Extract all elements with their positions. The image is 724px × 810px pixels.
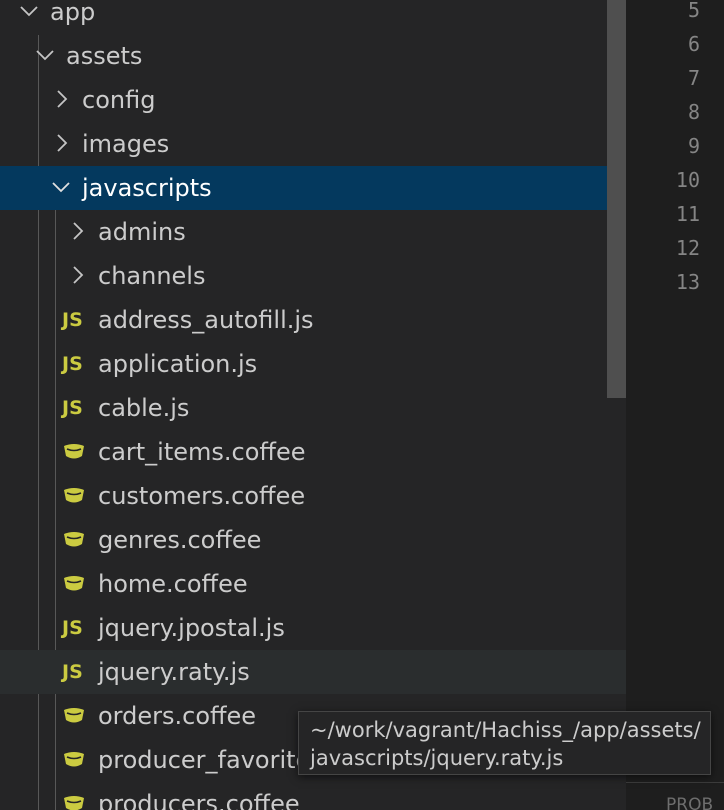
tree-folder-javascripts[interactable]: javascripts bbox=[0, 166, 626, 210]
coffee-file-icon bbox=[62, 518, 92, 562]
line-number: 9 bbox=[687, 134, 700, 158]
tree-item-label: address_autofill.js bbox=[98, 306, 314, 334]
tree-file-address-autofill-js[interactable]: JS address_autofill.js bbox=[0, 298, 626, 342]
line-number: 10 bbox=[675, 168, 700, 192]
line-number: 8 bbox=[687, 100, 700, 124]
tree-folder-channels[interactable]: channels bbox=[0, 254, 626, 298]
line-number: 7 bbox=[687, 66, 700, 90]
tree-file-customers-coffee[interactable]: customers.coffee bbox=[0, 474, 626, 518]
tree-item-label: images bbox=[82, 130, 170, 158]
tree-file-producers-coffee[interactable]: producers.coffee bbox=[0, 782, 626, 810]
tree-file-home-coffee[interactable]: home.coffee bbox=[0, 562, 626, 606]
tree-item-label: orders.coffee bbox=[98, 702, 257, 730]
tree-file-orders-coffee[interactable]: orders.coffee bbox=[0, 694, 626, 738]
tree-file-jquery-jpostal-js[interactable]: JS jquery.jpostal.js bbox=[0, 606, 626, 650]
tree-item-label: config bbox=[82, 86, 156, 114]
javascript-file-icon: JS bbox=[62, 661, 83, 683]
tree-item-label: genres.coffee bbox=[98, 526, 262, 554]
coffee-file-icon bbox=[62, 694, 92, 738]
tree-item-label: jquery.raty.js bbox=[98, 658, 250, 686]
tree-item-label: channels bbox=[98, 262, 206, 290]
javascript-file-icon: JS bbox=[62, 309, 83, 331]
line-number: 11 bbox=[675, 202, 700, 226]
tree-item-label: application.js bbox=[98, 350, 258, 378]
file-path-tooltip: ~/work/vagrant/Hachiss_/app/assets/ java… bbox=[298, 711, 711, 775]
tree-file-cart-items-coffee[interactable]: cart_items.coffee bbox=[0, 430, 626, 474]
chevron-right-icon bbox=[51, 122, 75, 166]
indent-guide bbox=[38, 35, 39, 810]
tree-item-label: customers.coffee bbox=[98, 482, 306, 510]
tree-item-label: app bbox=[50, 0, 96, 26]
tree-file-cable-js[interactable]: JS cable.js bbox=[0, 386, 626, 430]
bottom-panel-header: PROB bbox=[626, 782, 724, 810]
explorer-tree: app assets config images bbox=[0, 0, 626, 810]
tooltip-line: javascripts/jquery.raty.js bbox=[310, 746, 564, 770]
tree-item-label: cable.js bbox=[98, 394, 190, 422]
chevron-down-icon bbox=[50, 166, 74, 210]
tree-folder-assets[interactable]: assets bbox=[0, 34, 626, 78]
line-number: 13 bbox=[675, 270, 700, 294]
tree-item-label: jquery.jpostal.js bbox=[98, 614, 285, 642]
javascript-file-icon: JS bbox=[62, 353, 83, 375]
coffee-file-icon bbox=[62, 782, 92, 810]
tree-file-genres-coffee[interactable]: genres.coffee bbox=[0, 518, 626, 562]
tree-item-label: javascripts bbox=[82, 174, 212, 202]
tree-folder-admins[interactable]: admins bbox=[0, 210, 626, 254]
chevron-down-icon bbox=[34, 34, 58, 78]
chevron-right-icon bbox=[67, 254, 91, 298]
coffee-file-icon bbox=[62, 738, 92, 782]
chevron-right-icon bbox=[67, 210, 91, 254]
chevron-down-icon bbox=[18, 0, 42, 34]
javascript-file-icon: JS bbox=[62, 617, 83, 639]
line-number: 6 bbox=[687, 32, 700, 56]
tooltip-line: ~/work/vagrant/Hachiss_/app/assets/ bbox=[310, 718, 701, 742]
tree-folder-app[interactable]: app bbox=[0, 0, 626, 34]
javascript-file-icon: JS bbox=[62, 397, 83, 419]
editor-line-number-gutter: 5 6 7 8 9 10 11 12 13 bbox=[626, 0, 724, 810]
tree-file-jquery-raty-js[interactable]: JS jquery.raty.js bbox=[0, 650, 626, 694]
coffee-file-icon bbox=[62, 430, 92, 474]
line-number: 12 bbox=[675, 236, 700, 260]
coffee-file-icon bbox=[62, 474, 92, 518]
tree-item-label: assets bbox=[66, 42, 143, 70]
tree-item-label: home.coffee bbox=[98, 570, 248, 598]
coffee-file-icon bbox=[62, 562, 92, 606]
tree-item-label: admins bbox=[98, 218, 186, 246]
tree-item-label: producers.coffee bbox=[98, 790, 300, 810]
tree-folder-images[interactable]: images bbox=[0, 122, 626, 166]
chevron-right-icon bbox=[51, 78, 75, 122]
problems-tab[interactable]: PROB bbox=[666, 795, 714, 810]
indent-guide bbox=[55, 210, 56, 810]
tree-item-label: cart_items.coffee bbox=[98, 438, 306, 466]
line-number: 5 bbox=[687, 0, 700, 22]
tree-file-application-js[interactable]: JS application.js bbox=[0, 342, 626, 386]
explorer-scrollbar-thumb[interactable] bbox=[607, 0, 626, 398]
tree-folder-config[interactable]: config bbox=[0, 78, 626, 122]
